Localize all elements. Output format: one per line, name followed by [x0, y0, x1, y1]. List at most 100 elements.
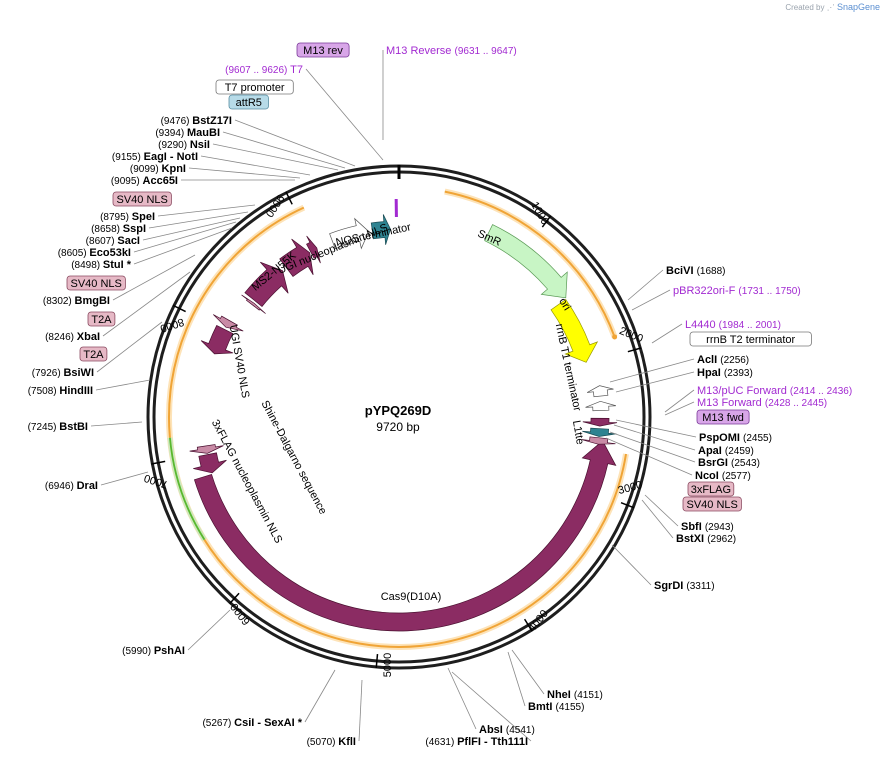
tick-label: 8000	[158, 315, 185, 334]
t7prom-label: T7 promoter	[225, 82, 285, 94]
t2a2-box	[79, 346, 108, 362]
tick-mark	[523, 618, 533, 632]
sv40nls1-label: SV40 NLS	[117, 194, 168, 206]
shine-dalgarno-label: Shine-Dalgarno sequence	[258, 399, 328, 517]
bmti-label: BmtI (4155)	[528, 701, 584, 713]
snapgene-credit: Created by ⋰ SnapGene	[785, 2, 880, 12]
tick-mark	[627, 347, 642, 353]
leader-line	[222, 131, 346, 169]
scale-ticks	[151, 165, 642, 669]
leader-line	[157, 204, 256, 217]
nhei-label: NheI (4151)	[547, 689, 603, 701]
acc65i-label: (9095) Acc65I	[111, 175, 178, 187]
pshai-label: (5990) PshAI	[122, 645, 185, 657]
t7prom-box	[215, 79, 294, 95]
m13fwd-box	[696, 409, 750, 425]
tick-mark	[375, 653, 379, 669]
leader-line	[133, 221, 237, 253]
xbai-label: (8246) XbaI	[45, 331, 100, 343]
leader-line	[615, 419, 697, 438]
smr-feature	[484, 224, 568, 299]
leader-line	[651, 323, 683, 344]
leader-line	[631, 289, 671, 311]
ms2-feature	[244, 261, 289, 307]
absi-label: AbsI (4541)	[479, 724, 535, 736]
leader-line	[200, 155, 311, 176]
leader-line	[664, 389, 695, 413]
sv40nls2-label: SV40 NLS	[71, 278, 122, 290]
pbr322-label: pBR322ori-F (1731 .. 1750)	[673, 285, 801, 297]
hpai-label: HpaI (2393)	[697, 367, 753, 379]
plasmid-name: pYPQ269D	[365, 403, 431, 418]
leader-line	[615, 371, 695, 393]
m13reverse-label: M13 Reverse (9631 .. 9647)	[386, 45, 517, 57]
orf-arc-head	[612, 334, 618, 340]
features	[189, 198, 618, 632]
flag-feature	[189, 444, 224, 454]
flag3x-label: 3xFLAG	[691, 484, 731, 496]
l4440-label: L4440 (1984 .. 2001)	[685, 319, 781, 331]
t7-label: (9607 .. 9626) T7	[225, 64, 303, 76]
tick-mark	[172, 304, 186, 313]
tick-mark	[541, 215, 552, 228]
ugi-sv40nls-label: UGI SV40 NLS	[227, 324, 252, 399]
m13fwd-label: M13 fwd	[702, 412, 744, 424]
attr5-feature	[370, 214, 391, 245]
sspi-label: (8658) SspI	[91, 223, 146, 235]
bstz17i-label: (9476) BstZ17I	[161, 115, 232, 127]
leader-line	[100, 471, 149, 486]
saci-label: (8607) SacI	[86, 235, 140, 247]
t2a1-box	[87, 311, 116, 327]
l1tte-label: L1tte	[570, 419, 586, 445]
t2a1-label: T2A	[91, 314, 112, 326]
m13-fwd-feature	[582, 427, 617, 437]
leader-line	[611, 544, 652, 586]
leader-line	[102, 271, 191, 337]
bsrgi-label: BsrGI (2543)	[698, 457, 760, 469]
stui-label: (8498) StuI *	[71, 259, 132, 271]
sgrdi-label: SgrDI (3311)	[654, 580, 715, 592]
maubi-label: (9394) MauBI	[155, 127, 220, 139]
sv40nls-ugi-feature	[200, 324, 234, 355]
eagi-label: (9155) EagI - NotI	[112, 151, 198, 163]
sbfi-label: SbfI (2943)	[681, 521, 734, 533]
leader-line	[609, 358, 695, 383]
nsii-label: (9290) NsiI	[158, 139, 210, 151]
tick-mark	[151, 460, 166, 465]
leader-line	[96, 321, 163, 373]
leader-line	[605, 437, 693, 476]
leader-line	[305, 68, 384, 161]
drai-label: (6946) DraI	[45, 480, 98, 492]
csii-label: (5267) CsiI - SexAI *	[202, 717, 302, 729]
sv40nls1-box	[112, 191, 172, 207]
bmgbi-label: (8302) BmgBI	[43, 295, 110, 307]
leader-line	[112, 254, 196, 301]
leader-line	[234, 119, 356, 167]
flag3x-box	[687, 481, 735, 497]
spei-label: (8795) SpeI	[100, 211, 155, 223]
rrnbt2-label: rrnB T2 terminator	[706, 334, 795, 346]
credit-prefix: Created by	[785, 3, 825, 12]
leader-line	[304, 669, 336, 723]
cas9-label: Cas9(D10A)	[381, 591, 442, 603]
orf-arc	[444, 190, 616, 338]
l1-feature	[582, 417, 618, 427]
pspomi-label: PspOMI (2455)	[699, 432, 772, 444]
leader-line	[90, 421, 143, 427]
rrnb-t1-feature	[586, 385, 614, 398]
attr5-box	[228, 94, 269, 110]
attr5-label: attR5	[236, 97, 262, 109]
eco53ki-label: (8605) Eco53kI	[58, 247, 131, 259]
green-arc	[169, 437, 206, 541]
acli-label: AclI (2256)	[697, 354, 749, 366]
nos-terminator-feature	[329, 217, 370, 250]
bstxi-label: BstXI (2962)	[676, 533, 736, 545]
leader-line	[212, 143, 339, 171]
rrnb-t2-feature	[585, 400, 617, 412]
pflfi-label: (4631) PflFI - Tth111I	[425, 736, 528, 748]
m13rev-box	[296, 42, 350, 58]
hindiii-label: (7508) HindIII	[28, 385, 93, 397]
